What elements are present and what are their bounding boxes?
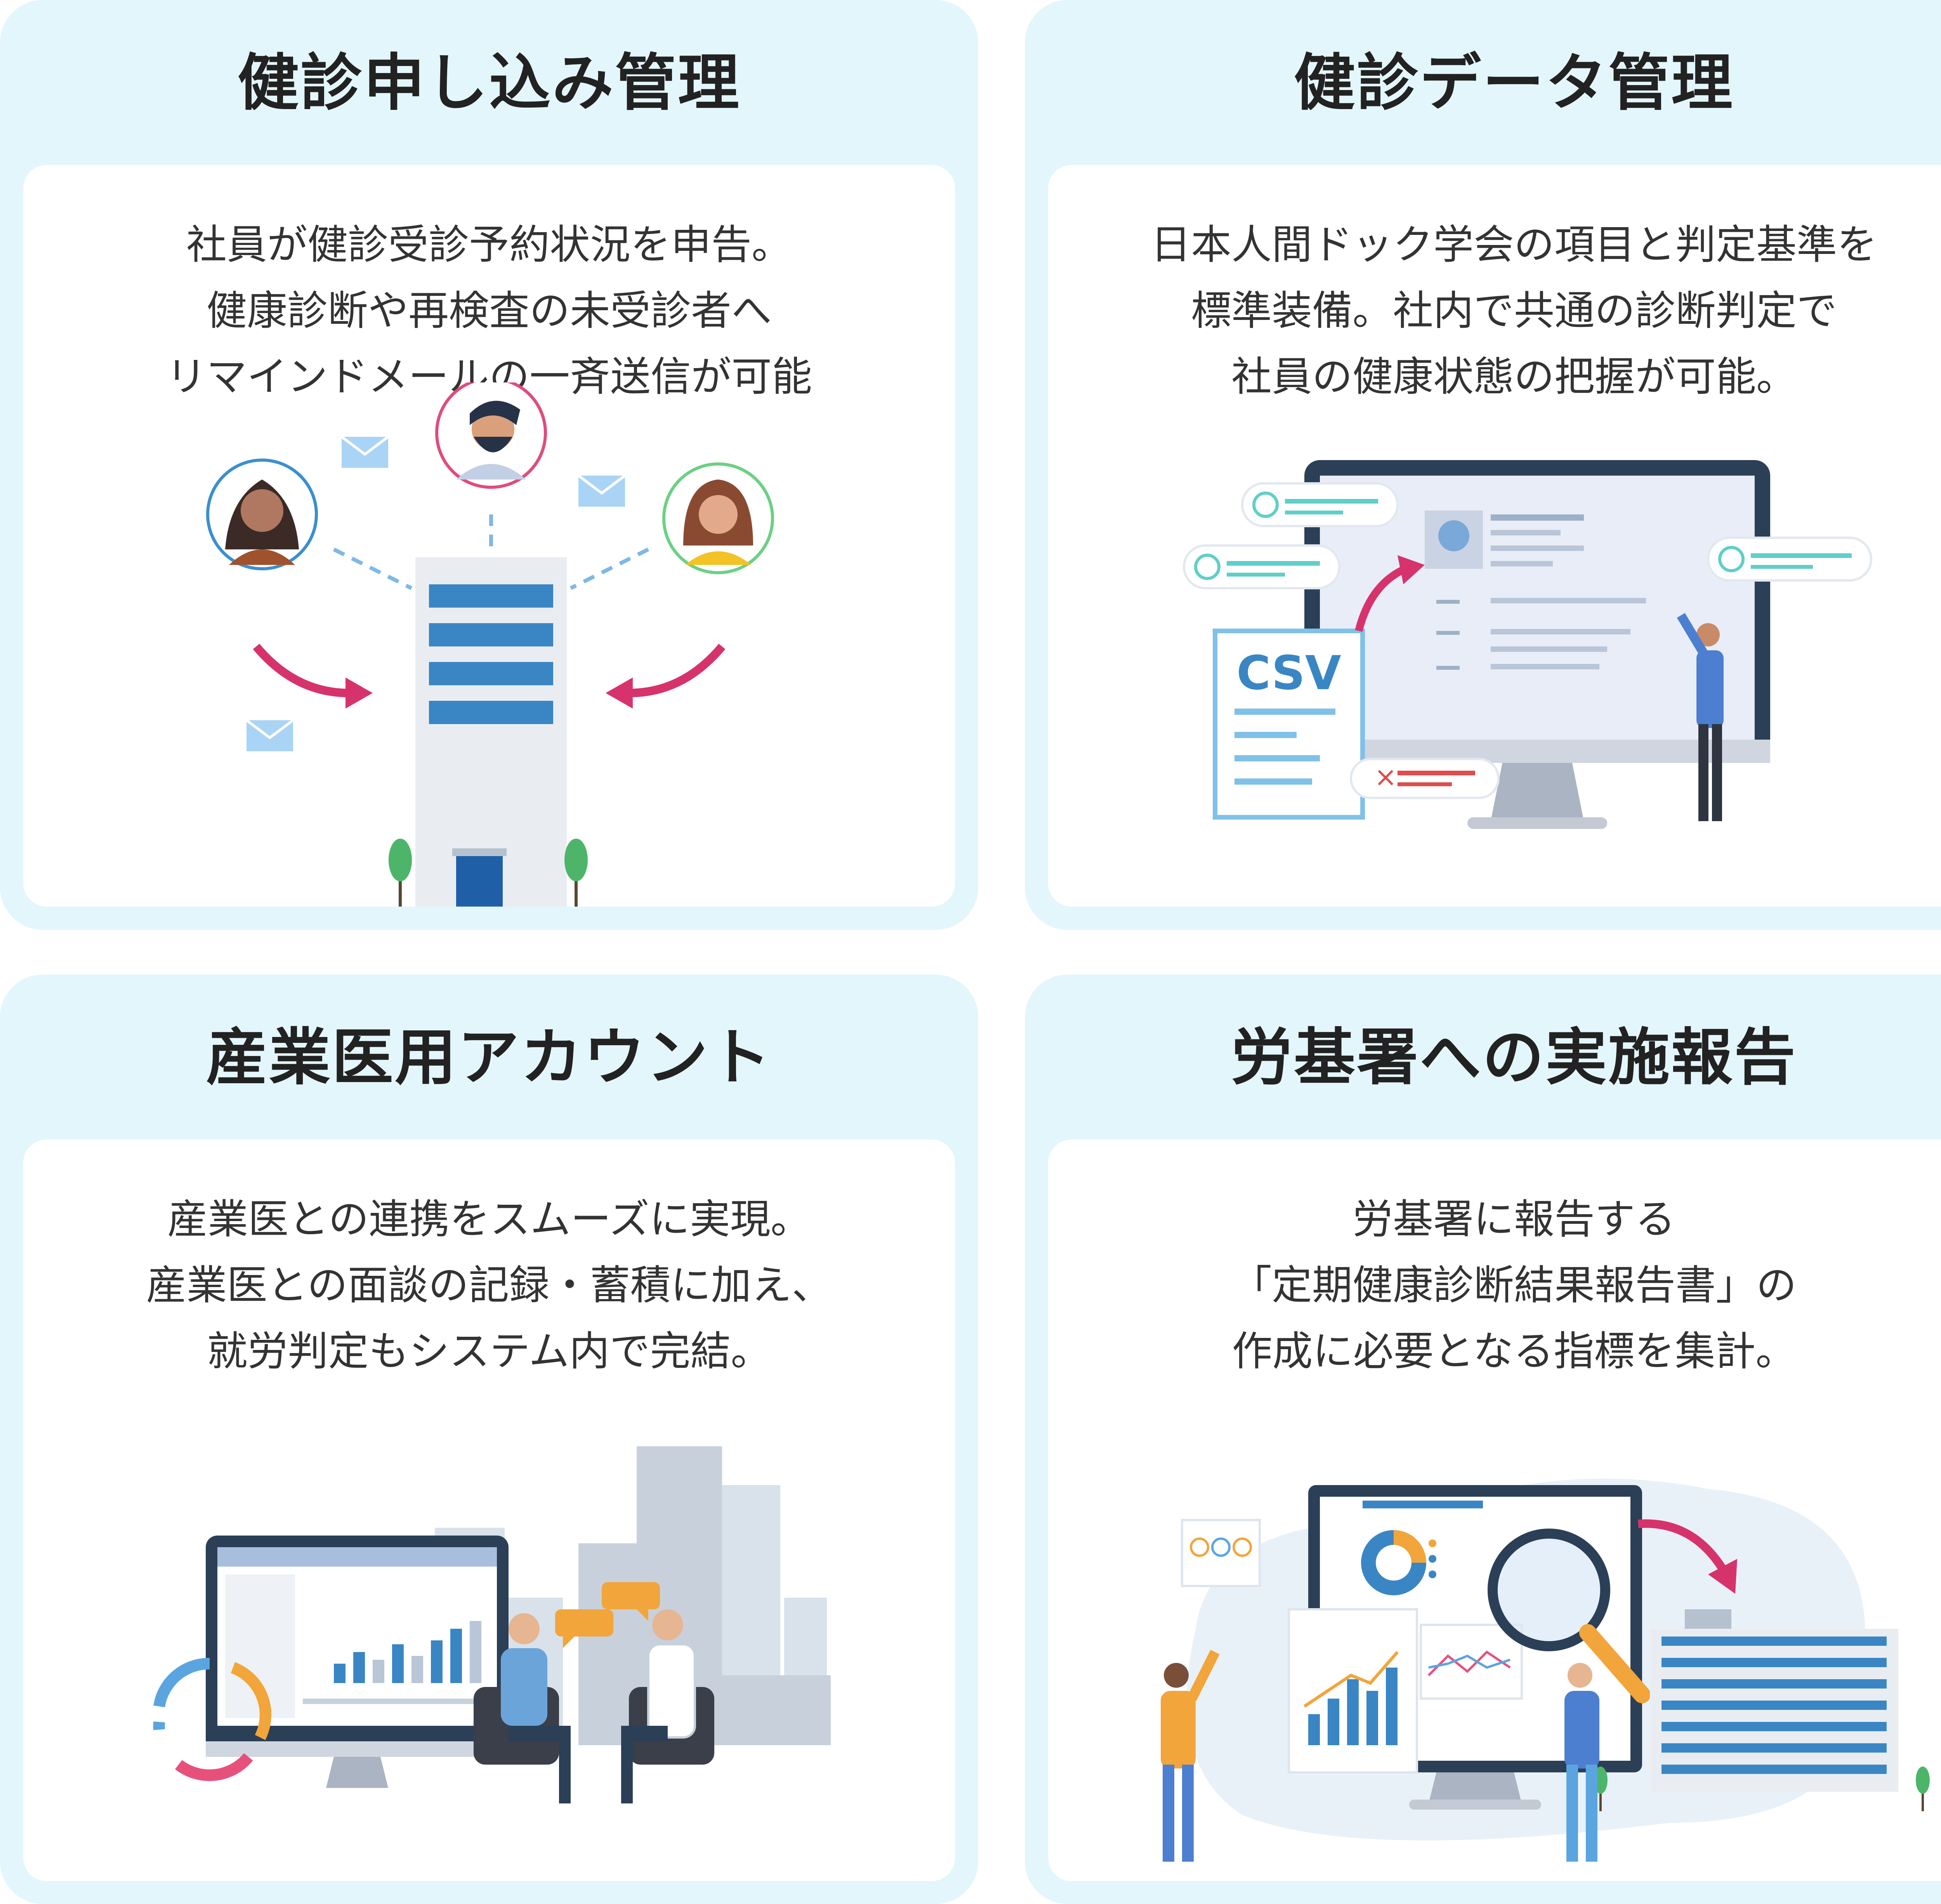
monitor-csv-illustration: CSV ×: [1183, 460, 1872, 829]
presenter-person-icon: [1677, 613, 1724, 821]
tree-icon: [564, 839, 588, 907]
mail-icon: [245, 719, 294, 751]
description-line: 社員が健診受診予約状況を申告。: [186, 221, 792, 268]
card-description: 日本人間ドック学会の項目と判定基準を 標準装備。社内で共通の診断判定で 社員の健…: [1048, 212, 1941, 410]
csv-document-icon: CSV: [1213, 629, 1365, 820]
card-panel: 産業医との連携をスムーズに実現。 産業医との面談の記録・蓄積に加え、 就労判定も…: [23, 1140, 955, 1881]
application-illustration: [23, 382, 955, 907]
feature-card-health-data: 健診データ管理 日本人間ドック学会の項目と判定基準を 標準装備。社内で共通の診断…: [1025, 0, 1941, 930]
check-tag-icon: [1183, 544, 1340, 589]
analyst-person-icon: [1161, 1650, 1220, 1862]
description-line: 就労判定もシステム内で完結。: [207, 1327, 771, 1375]
csv-label: CSV: [1236, 646, 1341, 700]
monitor-icon: [206, 1536, 509, 1788]
mail-icon: [340, 436, 389, 468]
card-title: 労基署への実施報告: [1231, 1022, 1797, 1093]
card-title: 産業医用アカウント: [206, 1022, 772, 1093]
arrow-icon: [1638, 1519, 1737, 1594]
check-tag-icon: [1241, 482, 1399, 527]
labor-report-illustration: [1048, 1357, 1941, 1881]
card-description: 社員が健診受診予約状況を申告。 健康診断や再検査の未受診者へ リマインドメールの…: [23, 212, 955, 410]
feature-card-labor-report: 労基署への実施報告 労基署に報告する 「定期健康診断結果報告書」の 作成に必要と…: [1025, 975, 1941, 1904]
card-title: 健診申し込み管理: [238, 47, 741, 119]
feature-card-application: 健診申し込み管理 社員が健診受診予約状況を申告。 健康診断や再検査の未受診者へ …: [0, 0, 978, 930]
description-line: 産業医との面談の記録・蓄積に加え、: [146, 1261, 832, 1309]
speech-bubble-icon: [555, 1609, 613, 1648]
company-building-icon: [415, 557, 567, 907]
card-description: 産業医との連携をスムーズに実現。 産業医との面談の記録・蓄積に加え、 就労判定も…: [23, 1186, 955, 1384]
employee-person-icon: [474, 1613, 571, 1803]
doctor-meeting-illustration: [153, 1446, 831, 1803]
description-line: 産業医との連携をスムーズに実現。: [167, 1195, 811, 1243]
error-tag-icon: ×: [1350, 758, 1500, 799]
card-panel: 労基署に報告する 「定期健康診断結果報告書」の 作成に必要となる指標を集計。: [1048, 1140, 1941, 1881]
line-chart-panel-icon: [1420, 1624, 1523, 1700]
analyst-person-icon: [1564, 1663, 1599, 1862]
bar-chart-panel-icon: [1288, 1608, 1418, 1774]
description-line: 作成に必要となる指標を集計。: [1232, 1327, 1796, 1375]
dashboard-panel-icon: [1181, 1519, 1261, 1587]
card-title: 健診データ管理: [1294, 47, 1734, 119]
speech-bubble-icon: [602, 1582, 660, 1621]
report-analysis-illustration: [1161, 1478, 1930, 1862]
svg-text:×: ×: [1374, 761, 1397, 793]
employee-avatar-icon: [435, 382, 547, 489]
company-reminder-illustration: [206, 382, 774, 907]
description-line: 日本人間ドック学会の項目と判定基準を: [1150, 221, 1877, 268]
arrow-icon: [606, 643, 726, 709]
magnifier-icon: [1488, 1529, 1651, 1703]
description-line: 健康診断や再検査の未受診者へ: [206, 287, 772, 334]
feature-card-occupational-doctor: 産業医用アカウント 産業医との連携をスムーズに実現。 産業医との面談の記録・蓄積…: [0, 975, 978, 1904]
health-data-illustration: CSV ×: [1048, 382, 1941, 907]
employee-avatar-icon: [662, 462, 774, 574]
description-line: 「定期健康診断結果報告書」の: [1231, 1261, 1797, 1309]
monitor-icon: [1304, 460, 1770, 829]
employee-avatar-icon: [206, 459, 318, 570]
check-tag-icon: [1707, 537, 1872, 582]
doctor-person-icon: [621, 1609, 714, 1803]
description-line: 社員の健康状態の把握が可能。: [1231, 353, 1797, 400]
arrow-icon: [253, 643, 373, 709]
description-line: 標準装備。社内で共通の診断判定で: [1191, 287, 1837, 334]
card-panel: 日本人間ドック学会の項目と判定基準を 標準装備。社内で共通の診断判定で 社員の健…: [1048, 165, 1941, 907]
cycle-arrows-icon: [153, 1657, 271, 1781]
tree-icon: [389, 839, 412, 907]
donut-chart-icon: [1361, 1530, 1436, 1595]
tree-icon: [1916, 1767, 1930, 1811]
mail-icon: [577, 474, 626, 507]
card-description: 労基署に報告する 「定期健康診断結果報告書」の 作成に必要となる指標を集計。: [1048, 1186, 1941, 1384]
labor-office-building-icon: [1650, 1609, 1898, 1792]
description-line: 労基署に報告する: [1352, 1195, 1675, 1243]
doctor-consultation-illustration: [23, 1357, 955, 1881]
arrow-icon: [1355, 555, 1425, 632]
card-panel: 社員が健診受診予約状況を申告。 健康診断や再検査の未受診者へ リマインドメールの…: [23, 165, 955, 907]
